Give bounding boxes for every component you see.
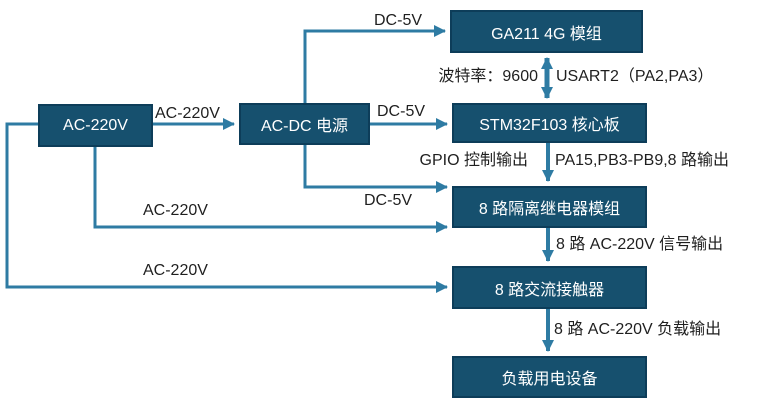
edge-label-dc5v-to-stm32: DC-5V <box>377 103 426 120</box>
connector-ac220v-to-relay <box>93 147 448 233</box>
node-ac-220v-label: AC-220V <box>63 116 128 134</box>
node-load-device-label: 负载用电设备 <box>501 371 598 388</box>
connector-ac220v-to-contactor <box>5 122 448 293</box>
edge-label-baud-rate: 波特率：9600 <box>438 68 538 85</box>
node-ac-dc-power: AC-DC 电源 <box>239 103 370 145</box>
node-relay-module: 8 路隔离继电器模组 <box>452 186 647 228</box>
edge-label-load-output: 8 路 AC-220V 负载输出 <box>554 321 722 338</box>
node-ga211-4g-module: GA211 4G 模组 <box>450 10 643 53</box>
edge-label-pa-pins-output: PA15,PB3-PB9,8 路输出 <box>555 152 730 169</box>
edge-label-ac220v-to-contactor: AC-220V <box>143 262 208 279</box>
node-ac-dc-power-label: AC-DC 电源 <box>260 118 349 135</box>
edge-label-gpio-control-output: GPIO 控制输出 <box>419 152 528 169</box>
node-stm32f103-core-board-label: STM32F103 核心板 <box>479 117 620 134</box>
node-stm32f103-core-board: STM32F103 核心板 <box>452 103 647 143</box>
edge-label-signal-output: 8 路 AC-220V 信号输出 <box>556 236 724 253</box>
node-load-device: 负载用电设备 <box>452 356 647 398</box>
edge-label-usart2: USART2（PA2,PA3） <box>556 68 714 85</box>
node-ac-contactor: 8 路交流接触器 <box>452 266 647 309</box>
edge-label-dc5v-to-relay: DC-5V <box>364 192 413 209</box>
edge-label-ac220v-to-acdc: AC-220V <box>155 105 220 122</box>
connector-acdc-to-relay <box>303 145 448 193</box>
node-ga211-4g-module-label: GA211 4G 模组 <box>491 25 602 43</box>
connector-acdc-to-ga211 <box>303 25 446 103</box>
edge-label-ac220v-to-relay: AC-220V <box>143 202 208 219</box>
edge-label-dc5v-to-ga211: DC-5V <box>374 12 423 29</box>
node-ac-contactor-label: 8 路交流接触器 <box>494 281 605 299</box>
node-ac-220v: AC-220V <box>38 104 153 147</box>
node-relay-module-label: 8 路隔离继电器模组 <box>478 201 621 218</box>
